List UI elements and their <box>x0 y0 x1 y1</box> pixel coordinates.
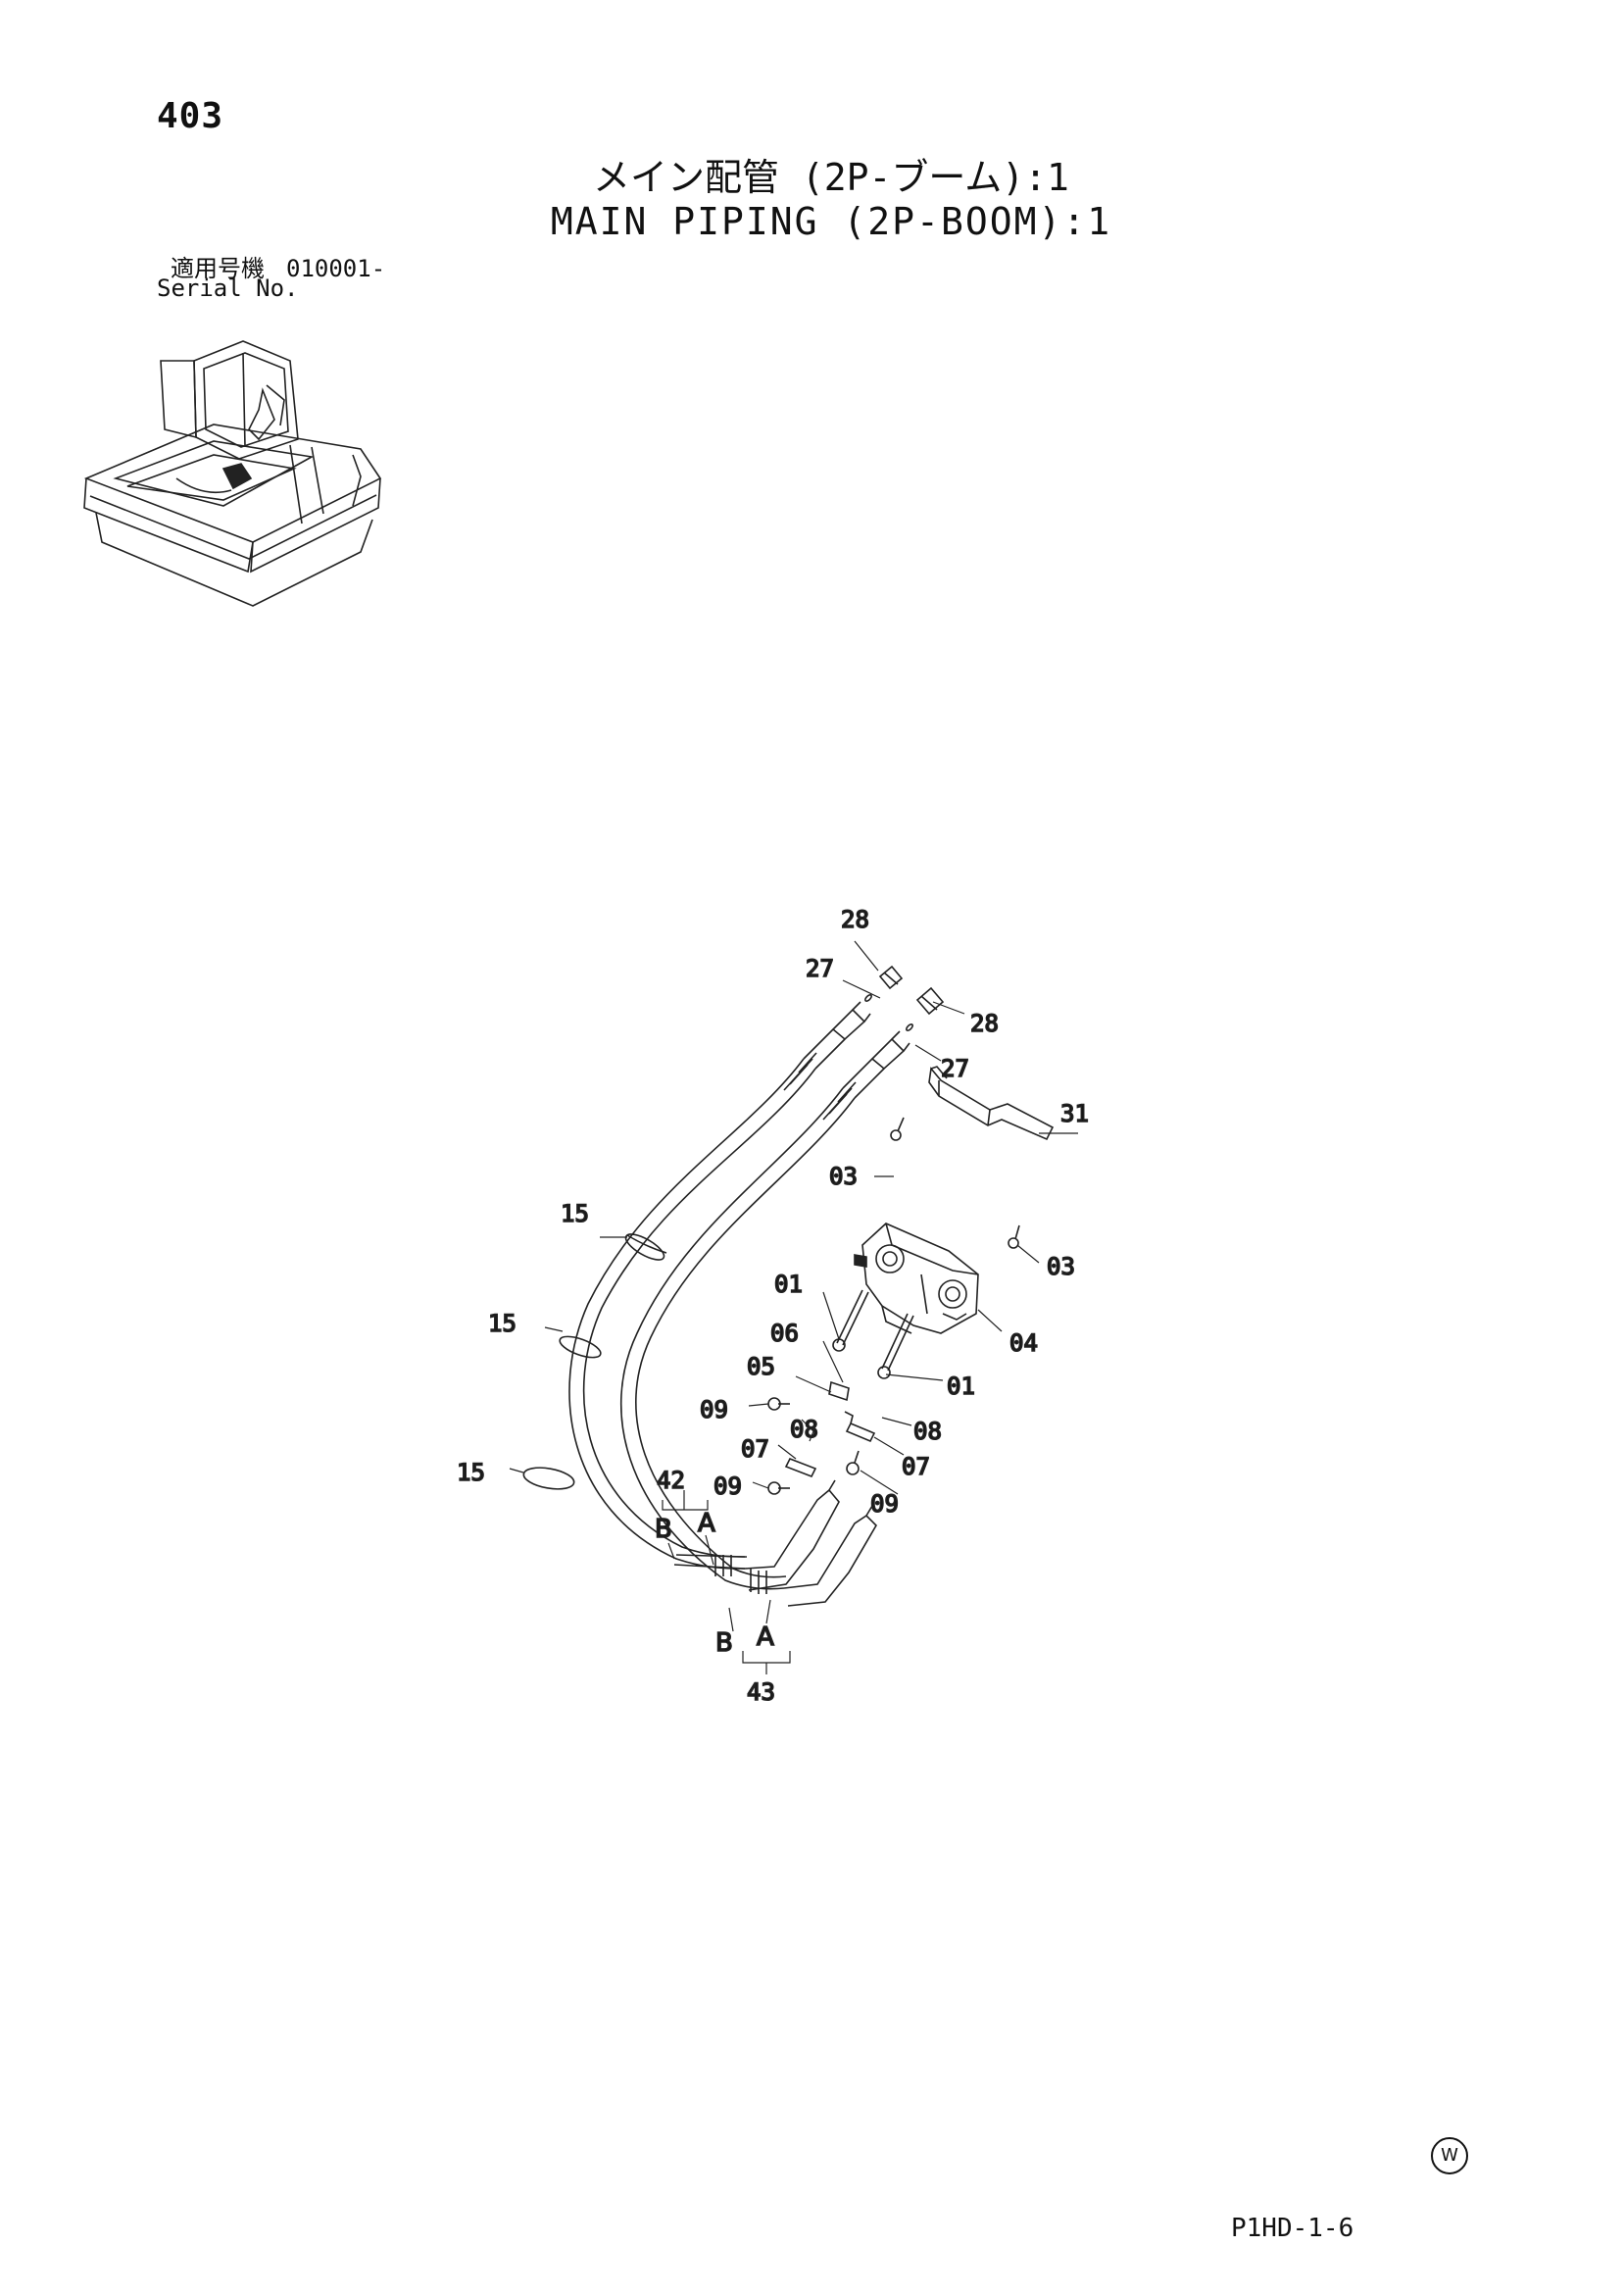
valve-block-04 <box>854 1223 979 1334</box>
callout-28-right: 28 <box>970 1010 999 1037</box>
callout-43: 43 <box>747 1678 775 1706</box>
callout-07-left: 07 <box>741 1435 769 1463</box>
callout-28-top: 28 <box>841 906 869 933</box>
document-code: P1HD-1-6 <box>1231 2214 1354 2243</box>
page-title-japanese: メイン配管 (2P-ブーム):1 <box>593 156 1069 199</box>
seal-parts <box>784 1380 876 1478</box>
piping-diagram: 28 27 28 27 31 03 03 15 15 15 01 06 04 0… <box>456 905 1090 1707</box>
callout-01-right: 01 <box>947 1373 975 1400</box>
callout-42-port-b: B <box>655 1515 672 1544</box>
callout-01-left: 01 <box>774 1271 803 1298</box>
callout-09-right: 09 <box>870 1490 899 1518</box>
serial-label-japanese: 適用号機 <box>171 255 265 282</box>
page-number: 403 <box>157 96 224 136</box>
callout-31: 31 <box>1060 1100 1089 1127</box>
hose-right <box>619 1058 885 1590</box>
callout-15-middle: 15 <box>488 1310 516 1337</box>
callout-07-right: 07 <box>902 1453 930 1480</box>
watermark-logo: W <box>1431 2137 1468 2174</box>
excavator-body-outline <box>83 340 382 607</box>
callout-43-port-b: B <box>715 1628 733 1658</box>
hose-left <box>568 1028 846 1570</box>
hose-clamps <box>522 1233 667 1490</box>
callout-08-right: 08 <box>913 1418 942 1445</box>
callout-15-upper: 15 <box>561 1200 589 1227</box>
callout-08-left: 08 <box>790 1416 818 1443</box>
fitting-top-right <box>870 986 945 1071</box>
callout-09-middle: 09 <box>713 1472 742 1500</box>
callout-04: 04 <box>1009 1329 1038 1357</box>
callout-42-port-a: A <box>698 1509 715 1538</box>
serial-value: 010001- <box>286 255 386 282</box>
serial-label-english: Serial No. <box>157 275 299 302</box>
leader-lines <box>509 940 1078 1674</box>
callout-43-port-a: A <box>757 1622 774 1652</box>
excavator-thumbnail <box>83 340 382 607</box>
serial-line-japanese: 適用号機 010001- <box>171 249 385 283</box>
callout-15-lower: 15 <box>457 1459 485 1486</box>
bracket-31 <box>928 1066 1055 1141</box>
callout-27-right: 27 <box>941 1055 969 1082</box>
callout-labels: 28 27 28 27 31 03 03 15 15 15 01 06 04 0… <box>456 905 1090 1707</box>
callout-42: 42 <box>657 1467 685 1494</box>
callout-03-left: 03 <box>829 1163 858 1190</box>
fitting-top-left <box>831 965 904 1041</box>
page-title-english: MAIN PIPING (2P-BOOM):1 <box>550 200 1112 243</box>
callout-09-left: 09 <box>700 1396 728 1423</box>
callout-06: 06 <box>770 1320 799 1347</box>
callout-03-right: 03 <box>1047 1253 1075 1280</box>
callout-05: 05 <box>747 1353 775 1380</box>
callout-27-top: 27 <box>806 955 834 982</box>
